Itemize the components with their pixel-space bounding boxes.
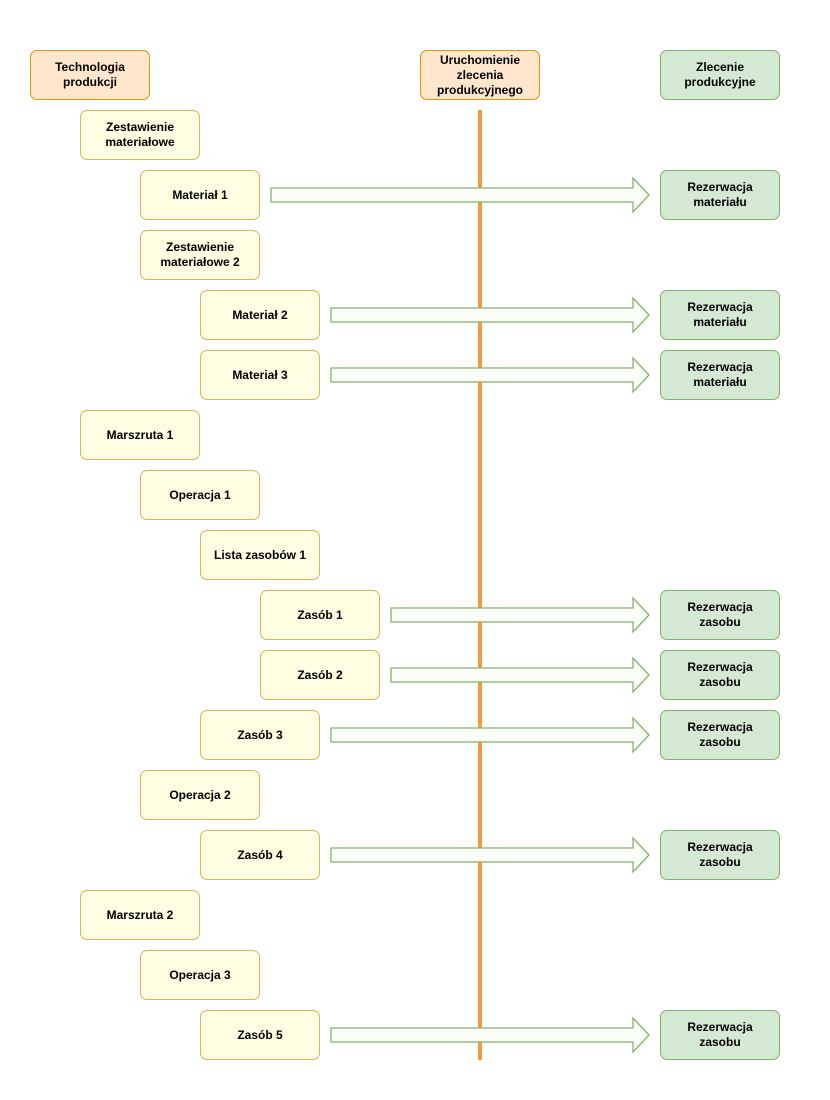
reservation-resource-4-label: Rezerwacja zasobu [687, 840, 753, 869]
reservation-resource-5: Rezerwacja zasobu [660, 1010, 780, 1060]
arrow-material-1 [270, 176, 650, 214]
node-resource-1-label: Zasób 1 [297, 607, 343, 622]
node-resource-3-label: Zasób 3 [237, 727, 283, 742]
node-operation-3: Operacja 3 [140, 950, 260, 1000]
node-resource-4: Zasób 4 [200, 830, 320, 880]
release-timeline-line [478, 110, 482, 1060]
node-resource-list-1-label: Lista zasobów 1 [213, 547, 307, 562]
node-resource-5-label: Zasób 5 [237, 1027, 283, 1042]
node-operation-1: Operacja 1 [140, 470, 260, 520]
node-operation-2-label: Operacja 2 [169, 787, 231, 802]
node-route-1: Marszruta 1 [80, 410, 200, 460]
arrow-resource-3 [330, 716, 650, 754]
node-resource-5: Zasób 5 [200, 1010, 320, 1060]
reservation-resource-3: Rezerwacja zasobu [660, 710, 780, 760]
node-resource-list-1: Lista zasobów 1 [200, 530, 320, 580]
arrow-resource-1 [390, 596, 650, 634]
node-material-1: Materiał 1 [140, 170, 260, 220]
reservation-material-3: Rezerwacja materiału [660, 350, 780, 400]
reservation-material-2: Rezerwacja materiału [660, 290, 780, 340]
arrow-resource-4 [330, 836, 650, 874]
node-route-2-label: Marszruta 2 [106, 907, 174, 922]
reservation-resource-2-label: Rezerwacja zasobu [687, 660, 753, 689]
node-route-1-label: Marszruta 1 [106, 427, 174, 442]
node-resource-3: Zasób 3 [200, 710, 320, 760]
arrow-resource-2 [390, 656, 650, 694]
node-bom-2-label: Zestawienie materiałowe 2 [160, 240, 240, 269]
header-technology-label: Technologia produkcji [55, 60, 125, 89]
reservation-material-1: Rezerwacja materiału [660, 170, 780, 220]
node-material-3: Materiał 3 [200, 350, 320, 400]
header-release: Uruchomienie zlecenia produkcyjnego [420, 50, 540, 100]
node-material-2-label: Materiał 2 [232, 307, 288, 322]
reservation-resource-1-label: Rezerwacja zasobu [687, 600, 753, 629]
node-bom: Zestawienie materiałowe [80, 110, 200, 160]
node-resource-2: Zasób 2 [260, 650, 380, 700]
node-material-2: Materiał 2 [200, 290, 320, 340]
node-resource-4-label: Zasób 4 [237, 847, 283, 862]
node-operation-3-label: Operacja 3 [169, 967, 231, 982]
reservation-material-1-label: Rezerwacja materiału [687, 180, 753, 209]
reservation-resource-2: Rezerwacja zasobu [660, 650, 780, 700]
header-order-label: Zlecenie produkcyjne [684, 60, 756, 89]
node-bom-label: Zestawienie materiałowe [105, 120, 175, 149]
arrow-resource-5 [330, 1016, 650, 1054]
reservation-resource-5-label: Rezerwacja zasobu [687, 1020, 753, 1049]
reservation-resource-1: Rezerwacja zasobu [660, 590, 780, 640]
node-operation-1-label: Operacja 1 [169, 487, 231, 502]
header-technology: Technologia produkcji [30, 50, 150, 100]
node-route-2: Marszruta 2 [80, 890, 200, 940]
node-material-1-label: Materiał 1 [172, 187, 228, 202]
reservation-resource-3-label: Rezerwacja zasobu [687, 720, 753, 749]
arrow-material-2 [330, 296, 650, 334]
node-resource-1: Zasób 1 [260, 590, 380, 640]
arrow-material-3 [330, 356, 650, 394]
reservation-material-3-label: Rezerwacja materiału [687, 360, 753, 389]
node-material-3-label: Materiał 3 [232, 367, 288, 382]
node-bom-2: Zestawienie materiałowe 2 [140, 230, 260, 280]
header-release-label: Uruchomienie zlecenia produkcyjnego [436, 52, 523, 97]
header-order: Zlecenie produkcyjne [660, 50, 780, 100]
reservation-material-2-label: Rezerwacja materiału [687, 300, 753, 329]
node-resource-2-label: Zasób 2 [297, 667, 343, 682]
node-operation-2: Operacja 2 [140, 770, 260, 820]
reservation-resource-4: Rezerwacja zasobu [660, 830, 780, 880]
